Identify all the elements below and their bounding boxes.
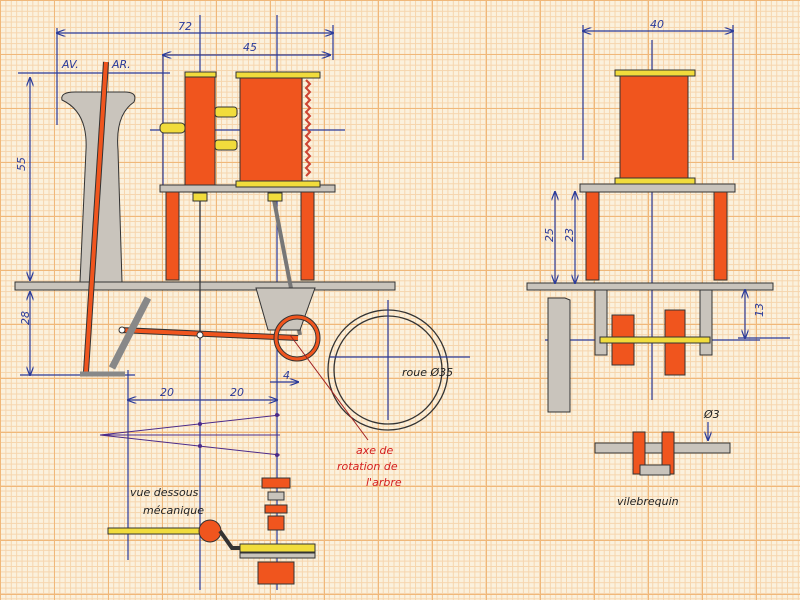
label-shaft-axis-1: axe de	[356, 444, 393, 457]
dim-20-b: 20	[230, 386, 244, 399]
side-view	[526, 25, 790, 476]
bottom-coil	[257, 561, 295, 585]
leg-right	[300, 191, 315, 281]
bottom-view	[107, 477, 316, 585]
label-ar: AR.	[111, 58, 131, 71]
side-wheel	[547, 297, 571, 413]
coil	[239, 76, 303, 184]
side-coil	[619, 74, 689, 181]
label-shaft-axis-3: l'arbre	[366, 476, 402, 489]
dim-diameter-3: Ø3	[703, 408, 720, 421]
dim-40: 40	[650, 18, 664, 31]
base-plate	[14, 281, 396, 291]
label-bottom-view-2: mécanique	[143, 504, 204, 517]
dim-28: 28	[19, 311, 32, 325]
label-bottom-view-1: vue dessous	[130, 486, 199, 499]
lever	[84, 61, 108, 373]
label-crankshaft: vilebrequin	[617, 495, 679, 508]
label-av: AV.	[61, 58, 79, 71]
side-base	[526, 282, 774, 291]
yoke-column	[184, 75, 216, 186]
leg-left	[165, 191, 180, 281]
pin	[159, 122, 186, 134]
label-shaft-axis-2: rotation de	[337, 460, 398, 473]
dim-13: 13	[753, 303, 766, 317]
dim-4: 4	[283, 369, 290, 382]
dim-55: 55	[15, 157, 28, 171]
crank-ring	[274, 315, 320, 361]
dim-25: 25	[543, 228, 556, 242]
dim-45: 45	[243, 41, 257, 54]
connecting-link	[119, 328, 299, 340]
dim-23: 23	[563, 228, 576, 242]
dim-72: 72	[178, 20, 192, 33]
label-wheel: roue Ø35	[402, 366, 453, 379]
shaft	[107, 527, 209, 535]
front-view	[14, 15, 470, 590]
dim-20-a: 20	[160, 386, 174, 399]
